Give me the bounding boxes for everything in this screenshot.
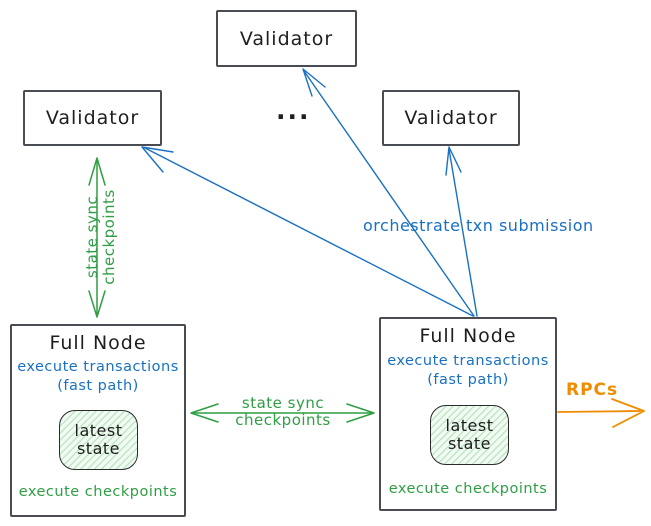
validator-top-box: Validator [216, 10, 357, 67]
full-node-left-box: Full Node execute transactions (fast pat… [10, 324, 186, 517]
validator-right-label: Validator [404, 107, 498, 129]
state-sync-checkpoints-vertical-label: state sync checkpoints [83, 189, 118, 285]
validator-left-label: Validator [45, 107, 140, 129]
full-node-left-fast-path: (fast path) [57, 378, 139, 394]
full-node-left-latest-state-box: latest state [59, 410, 138, 470]
validator-right-box: Validator [382, 90, 520, 146]
validator-top-label: Validator [239, 27, 334, 50]
full-node-right-fast-path: (fast path) [427, 372, 509, 388]
validator-left-box: Validator [23, 90, 162, 146]
arrow-rpcs [557, 398, 645, 428]
full-node-right-title: Full Node [419, 325, 517, 347]
full-node-left-title: Full Node [49, 332, 147, 354]
full-node-left-exec-transactions: execute transactions [17, 359, 179, 375]
full-node-left-exec-checkpoints: execute checkpoints [18, 484, 178, 500]
state-sync-checkpoints-middle-label: state sync checkpoints [235, 394, 331, 429]
rpcs-label: RPCs [566, 380, 619, 400]
full-node-right-exec-checkpoints: execute checkpoints [388, 481, 548, 497]
validator-ellipsis: ... [276, 96, 311, 125]
full-node-right-box: Full Node execute transactions (fast pat… [379, 317, 557, 511]
orchestrate-txn-submission-label: orchestrate txn submission [363, 216, 594, 235]
full-node-right-exec-transactions: execute transactions [387, 353, 549, 369]
full-node-right-latest-state-box: latest state [430, 405, 509, 465]
